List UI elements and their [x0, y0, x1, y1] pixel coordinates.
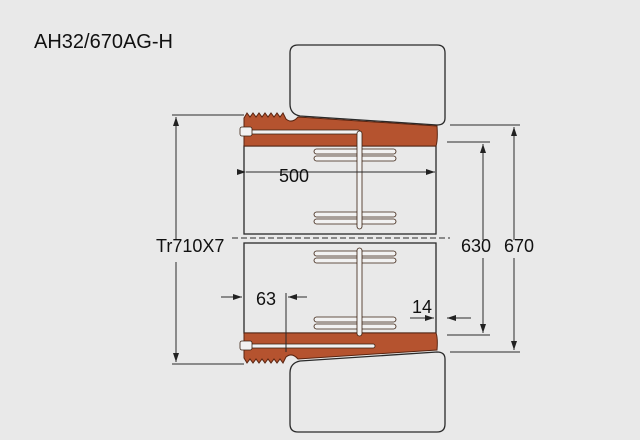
lower-roller — [289, 351, 446, 433]
dim-670-label: 670 — [504, 236, 535, 256]
upper-roller — [289, 44, 446, 126]
dim-thread-label: Tr710X7 — [156, 236, 225, 256]
model-title: AH32/670AG-H — [34, 31, 173, 53]
dim-500-label: 500 — [279, 166, 310, 186]
dim-63-label: 63 — [256, 289, 277, 309]
dim-14-label: 14 — [412, 297, 433, 317]
upper-sleeve — [243, 112, 438, 147]
dim-630-label: 630 — [461, 236, 492, 256]
